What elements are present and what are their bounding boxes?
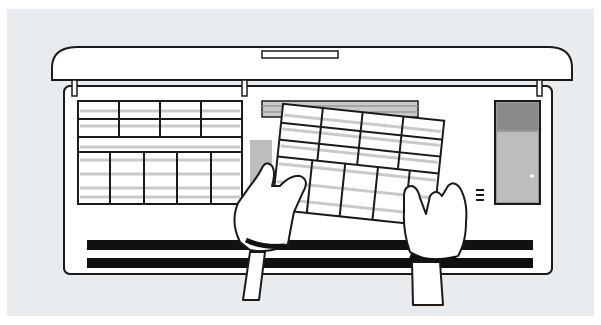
indicator-lights (476, 189, 484, 201)
installed-filter-left (78, 101, 242, 204)
control-panel (495, 101, 540, 204)
lid-handle-slot (262, 51, 338, 58)
